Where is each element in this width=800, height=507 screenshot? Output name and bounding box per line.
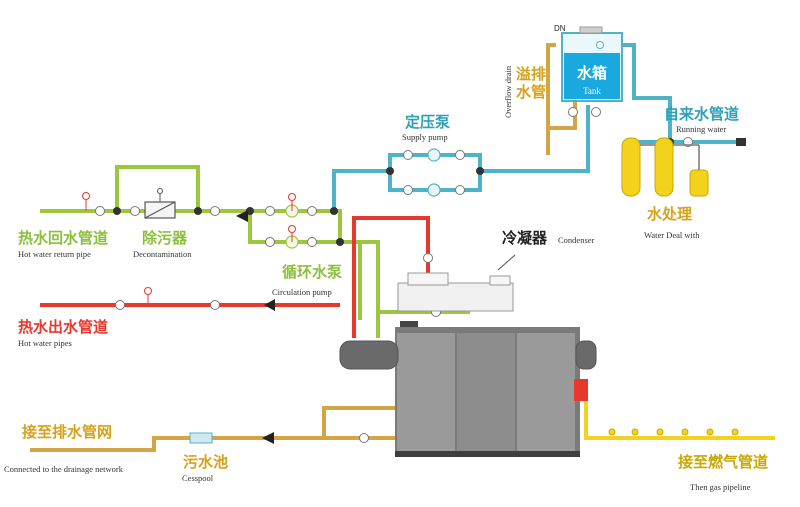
label-condenser-en: Condenser (558, 235, 595, 245)
pressure-gauge-icon (82, 192, 296, 305)
label-hot-water-return-en: Hot water return pipe (18, 249, 91, 259)
label-overflow-2: 水管 (516, 83, 546, 101)
cesspool-marker (189, 432, 213, 444)
pump-icon (427, 148, 441, 197)
check-valve-icon (608, 428, 739, 436)
label-hot-water-return: 热水回水管道 (18, 229, 108, 247)
label-overflow-1: 溢排 (516, 65, 546, 83)
label-drainage: 接至排水管网 (22, 423, 112, 441)
label-gas-pipeline-en: Then gas pipeline (690, 482, 751, 492)
flow-arrow (236, 210, 275, 444)
label-supply-pump: 定压泵 (405, 113, 450, 131)
text-labels: 热水回水管道 Hot water return pipe 除污器 Deconta… (4, 65, 768, 492)
label-condenser: 冷凝器 (502, 229, 548, 247)
filter-icon (144, 188, 176, 219)
label-hot-water-out: 热水出水管道 (18, 318, 108, 336)
valve-icon (95, 107, 693, 443)
label-water-treatment-en: Water Deal with (644, 230, 700, 240)
label-decontamination-en: Decontamination (133, 249, 192, 259)
water-treatment-units (621, 137, 746, 197)
overflow-pipeline (546, 43, 577, 155)
label-overflow-en: Overflow drain (503, 65, 513, 118)
label-drainage-en: Connected to the drainage network (4, 464, 124, 474)
condenser (397, 254, 516, 329)
label-hot-water-out-en: Hot water pipes (18, 338, 72, 348)
label-circulation-pump-en: Circulation pump (272, 287, 332, 297)
label-running-water-en: Running water (676, 124, 726, 134)
label-gas-pipeline: 接至燃气管道 (678, 453, 768, 471)
label-supply-pump-en: Supply pump (402, 132, 448, 142)
label-cesspool-en: Cesspool (182, 473, 214, 483)
label-decontamination: 除污器 (142, 229, 188, 247)
expansion-tank: DN 水箱 Tank (554, 24, 623, 102)
label-water-treatment: 水处理 (647, 205, 692, 223)
tank-top-mark: DN (554, 24, 566, 33)
label-cesspool: 污水池 (183, 453, 228, 471)
label-running-water: 自来水管道 (664, 105, 739, 123)
tank-label-en: Tank (583, 86, 601, 96)
boiler-icon (339, 327, 597, 457)
tank-label-cn: 水箱 (577, 64, 607, 82)
gas-pipeline (584, 395, 775, 440)
label-circulation-pump: 循环水泵 (282, 263, 342, 281)
